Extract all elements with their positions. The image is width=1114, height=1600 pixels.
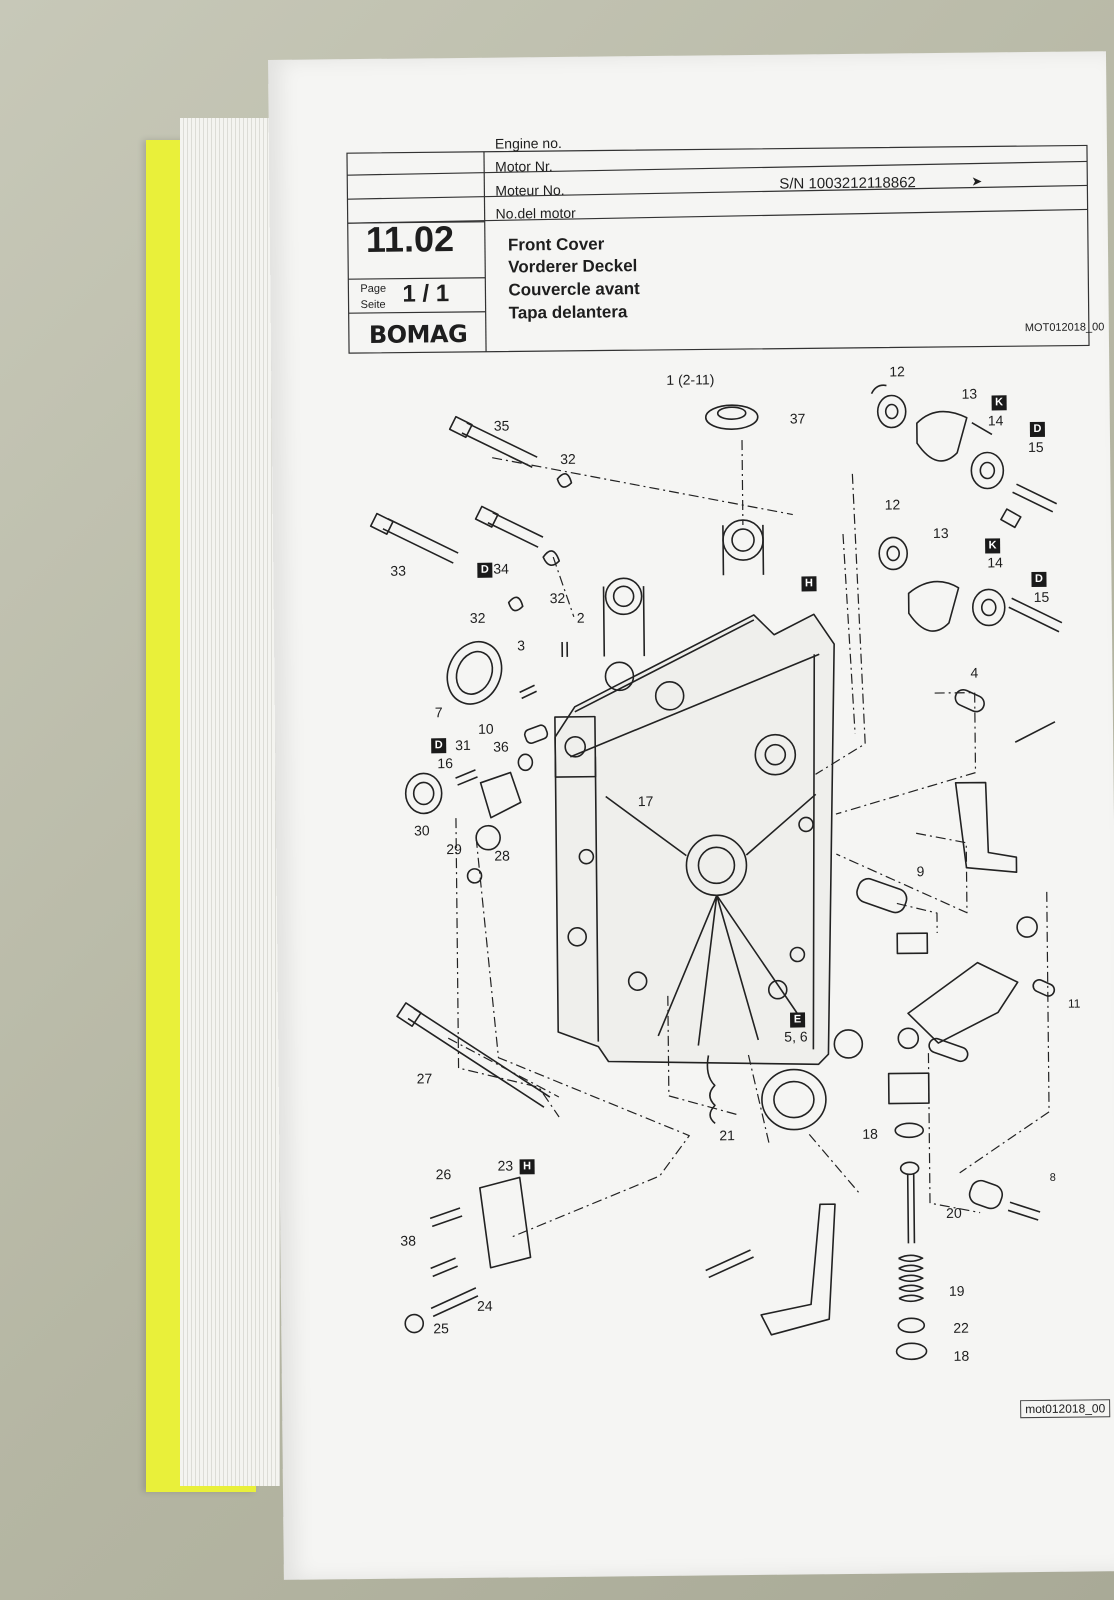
callout-15b: 15 <box>1033 588 1050 606</box>
drawing-reference-box: mot012018_00 <box>1020 1399 1111 1419</box>
badge-e: E <box>790 1012 806 1028</box>
callout-30: 30 <box>413 822 430 839</box>
callout-32b: 32 <box>549 589 566 607</box>
parts-catalog-page: Engine no. Motor Nr. Moteur No. No.del m… <box>268 51 1114 1580</box>
callout-24: 24 <box>476 1297 493 1314</box>
badge-d-2: D <box>1031 571 1047 588</box>
callout-18a: 18 <box>862 1125 878 1142</box>
callout-19: 19 <box>948 1282 965 1299</box>
callout-35: 35 <box>493 417 510 434</box>
callout-31: 31 <box>455 736 471 754</box>
callout-32a: 32 <box>560 450 576 467</box>
badge-d-1: D <box>1029 421 1045 438</box>
callout-17: 17 <box>637 793 654 810</box>
callout-25: 25 <box>433 1320 449 1337</box>
callout-33: 33 <box>390 562 407 579</box>
callout-11: 11 <box>1067 996 1081 1011</box>
callout-3: 3 <box>517 637 526 654</box>
header-table-lines <box>346 144 1090 354</box>
badge-d-3: D <box>477 562 493 578</box>
exploded-parts-diagram <box>369 384 1063 1361</box>
callout-22: 22 <box>953 1319 969 1336</box>
callout-29: 29 <box>446 841 462 858</box>
callout-36: 36 <box>493 738 509 755</box>
callout-9: 9 <box>916 863 925 880</box>
callout-13b: 13 <box>932 524 949 542</box>
callout-26: 26 <box>435 1166 452 1183</box>
callout-14b: 14 <box>987 554 1003 571</box>
badge-d-4: D <box>431 738 447 754</box>
callout-12a: 12 <box>889 363 905 380</box>
callout-28: 28 <box>494 847 511 864</box>
front-cover-housing <box>554 613 835 1066</box>
callout-21: 21 <box>719 1127 735 1144</box>
callout-20: 20 <box>946 1204 962 1221</box>
badge-k-2: K <box>985 538 1001 554</box>
callout-4: 4 <box>970 664 979 681</box>
callout-16: 16 <box>437 755 454 772</box>
callout-12b: 12 <box>884 496 901 513</box>
callout-13a: 13 <box>961 385 978 402</box>
page-stack <box>180 118 280 1486</box>
badge-h-1: H <box>801 576 817 592</box>
badge-h-2: H <box>519 1159 535 1175</box>
badge-k-1: K <box>991 395 1007 411</box>
callout-32c: 32 <box>469 609 486 626</box>
callout-7: 7 <box>434 704 443 721</box>
callout-38: 38 <box>400 1232 417 1249</box>
callout-18b: 18 <box>953 1347 970 1364</box>
callout-10: 10 <box>477 720 494 737</box>
callout-2: 2 <box>576 609 585 626</box>
callout-23: 23 <box>497 1157 514 1174</box>
callout-14a: 14 <box>987 412 1004 429</box>
callout-15a: 15 <box>1028 438 1044 456</box>
callout-5-6: 5, 6 <box>784 1028 808 1045</box>
callout-27: 27 <box>416 1070 433 1087</box>
callout-1: 1 (2-11) <box>666 371 715 388</box>
callout-34: 34 <box>493 560 510 577</box>
callout-8: 8 <box>1049 1171 1056 1184</box>
callout-37: 37 <box>789 410 806 427</box>
